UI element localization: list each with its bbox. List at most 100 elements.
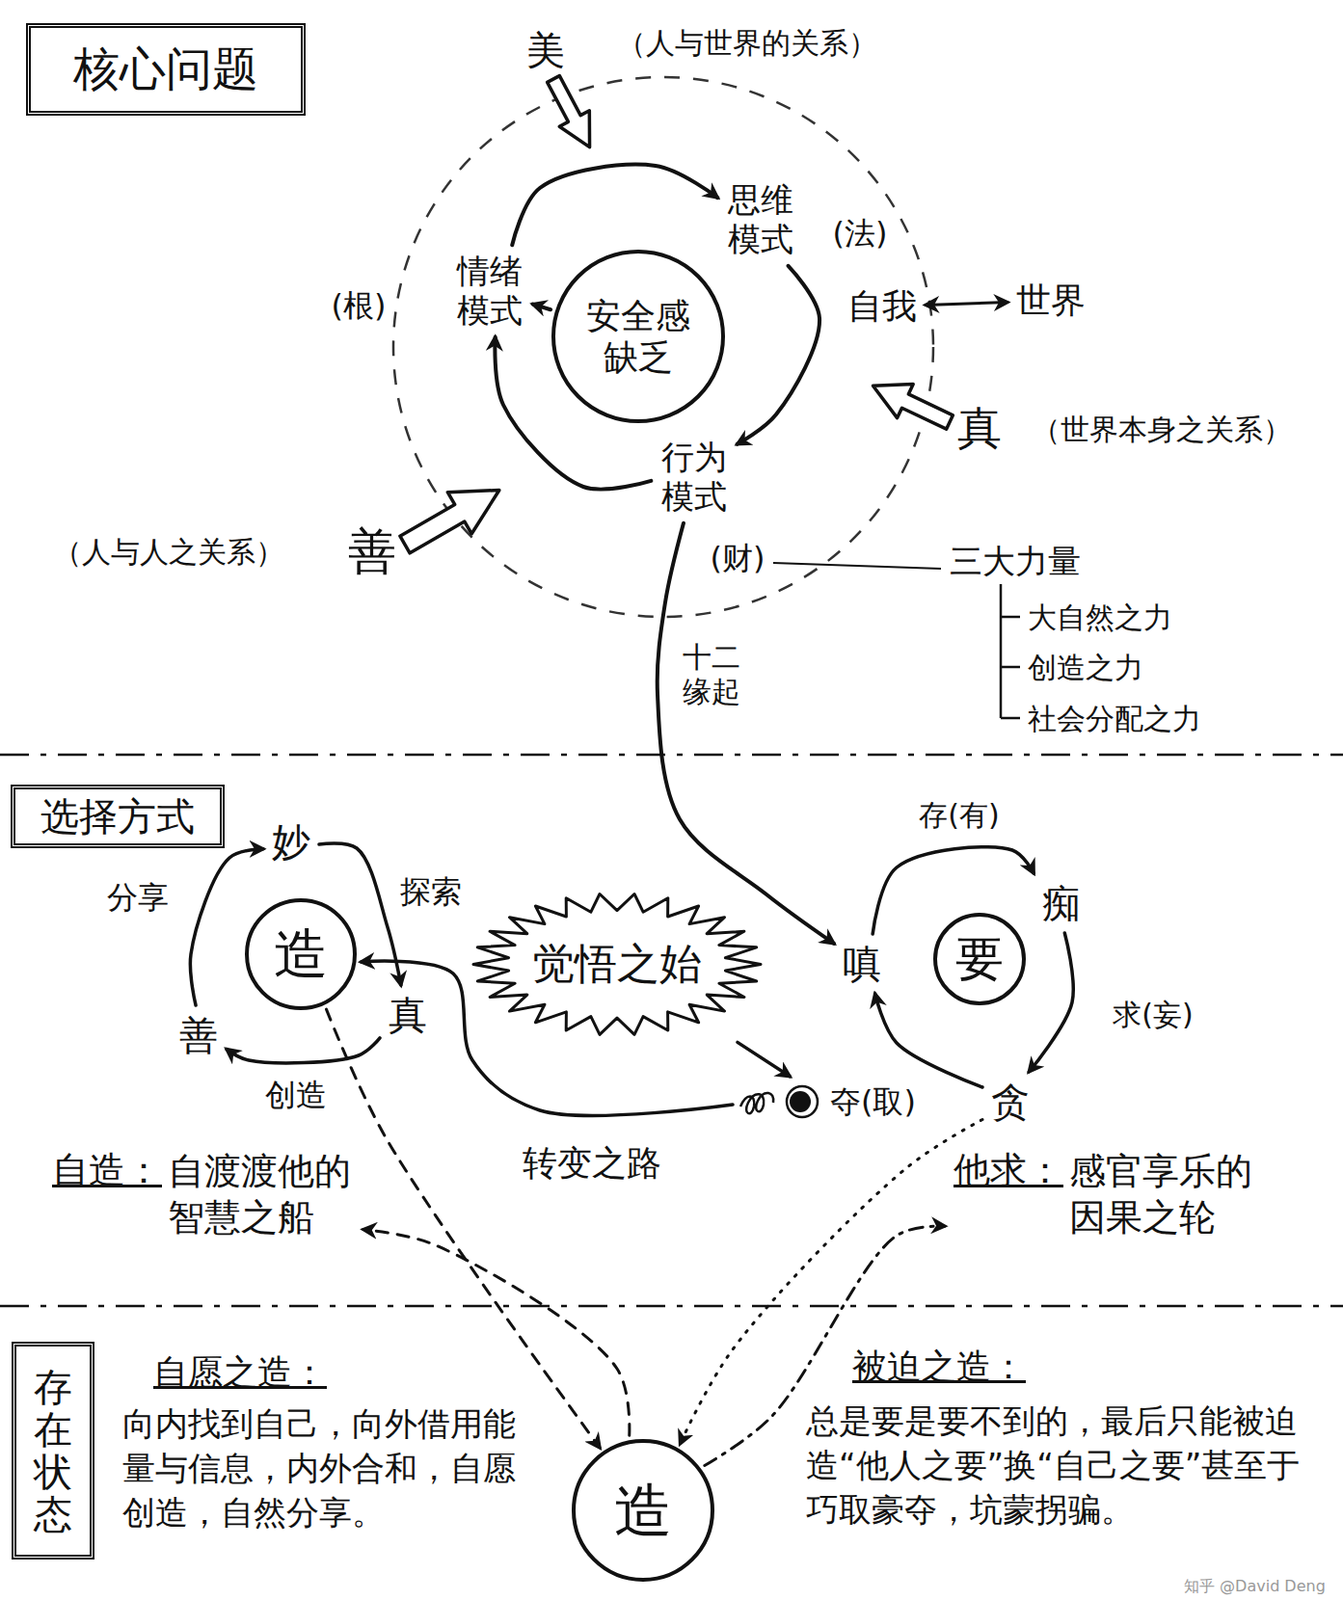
arrow-connector [511,164,718,245]
note-label: （人与世界的关系） [617,24,878,62]
block-arrow-shape [393,469,512,566]
dashed-connector [679,1120,983,1445]
edge-label: 转变之路 [519,1141,665,1185]
dashed-connector [325,1009,600,1449]
node-text: 情绪模式 [455,251,524,331]
cycle-node: 真 [384,990,431,1041]
choice-circle: 要 [933,913,1026,1006]
arrow-connector [925,302,1008,306]
burst-node: 觉悟之始 [470,890,764,1039]
arrow-connector [226,1038,380,1064]
circle-outline-shape [553,251,724,422]
node-text: 妙 [271,818,311,865]
dashed-ring [393,77,934,618]
note-label: 美 [526,25,565,76]
cycle-node: 思维模式 [722,178,799,262]
block-arrow [864,369,958,440]
note-label: 向内找到自己，向外借用能量与信息，内外合和，自愿创造，自然分享。 [122,1402,520,1536]
note-label: 三大力量 [949,539,1081,583]
arrow-connector [872,847,1034,935]
note-label: 创造之力 [1027,648,1144,687]
arrow-connector [737,1042,790,1076]
section-divider [0,1305,1343,1309]
cycle-node: 行为模式 [655,435,732,519]
node-text: 世界 [1016,279,1086,322]
heading-box: 选择方式 [10,784,225,849]
node-text: 善 [179,1012,218,1059]
note-label: 真 [957,400,1002,458]
edge-label: 存(有) [915,797,1002,834]
node-text: 选择方式 [40,793,195,840]
arrow-connector [533,304,551,311]
block-body: 自渡渡他的智慧之船 [167,1149,355,1241]
arrow-connector [319,843,402,986]
note-label: 社会分配之力 [1027,699,1202,738]
node-text: 要 [955,930,1004,989]
node-text: 嗔 [842,940,882,988]
path-block: 自造：自渡渡他的智慧之船 [48,1147,359,1243]
edge-label: 探索 [397,872,465,912]
knot-loops [740,1093,774,1114]
cycle-node: 痴 [1038,878,1085,929]
circle-outline-shape [246,900,355,1009]
node-text: 核心问题 [73,41,259,98]
node-text: 夺(取) [830,1083,916,1121]
knot-ring [786,1086,818,1118]
block-heading: 他求： [953,1149,1064,1194]
list-bracket [1000,584,1021,719]
note-label: 被迫之造： [852,1344,1026,1391]
center-circle: 安全感缺乏 [551,249,726,424]
connectors [189,164,1074,1467]
circle-outline-shape [935,914,1024,1004]
node-text: 行为模式 [659,437,728,517]
note-label: 总是要是要不到的，最后只能被迫造“他人之要”换“自己之要”甚至于巧取豪夺，坑蒙拐… [805,1399,1313,1533]
arrow-connector [1028,933,1074,1073]
path-block: 他求：感官享乐的因果之轮 [949,1147,1261,1243]
knot-symbol [740,1086,818,1118]
node-text: 痴 [1042,880,1081,927]
block-arrow-shape [537,71,605,156]
node-text: 安全感缺乏 [584,295,693,378]
node-text: 思维模式 [725,180,795,260]
node-text: 造 [273,921,328,987]
heading-box: 核心问题 [26,23,306,116]
arrow-connector [737,266,820,445]
cycle-node: 贪 [987,1076,1034,1128]
note-label: 善 [348,520,397,584]
circle-outline-shape [573,1441,713,1581]
arrow-connector [875,993,983,1088]
cycle-node: 情绪模式 [451,249,528,333]
block-arrow [537,71,605,156]
world-node: 世界 [1012,277,1090,323]
node-text: 存在状态 [33,1366,73,1536]
edge-label: 求(妄) [1109,996,1196,1034]
leader-line [773,563,941,569]
block-arrow [393,469,512,566]
edge-label: 分享 [104,878,172,917]
note-label: （人与人之关系） [53,533,285,571]
edge-label: 十二缘起 [678,639,746,711]
note-label: (法) [832,214,888,255]
block-body: 感官享乐的因果之轮 [1069,1149,1257,1241]
cycle-node: 善 [175,1010,222,1061]
note-label: (财) [710,538,766,580]
node-text: 自我 [847,285,917,327]
arrow-connector [657,523,834,944]
note-label: （世界本身之关系） [1031,410,1292,449]
choice-circle: 造 [244,898,357,1011]
node-text: 贪 [991,1078,1030,1126]
edge-label: 创造 [262,1075,330,1115]
knot-dot [789,1091,811,1113]
create-circle: 造 [571,1439,715,1583]
state-box: 存在状态 [11,1342,95,1560]
circle-outline [551,249,726,424]
note-label: 知乎 @David Deng [1183,1577,1326,1598]
section-divider [0,753,1343,757]
block-heading: 自造： [52,1149,162,1194]
node-text: 觉悟之始 [532,939,702,991]
knot-node: 夺(取) [737,1081,920,1123]
world-node: 自我 [843,283,921,329]
block-arrow-shape [864,369,958,440]
note-label: 自愿之造： [153,1350,327,1397]
